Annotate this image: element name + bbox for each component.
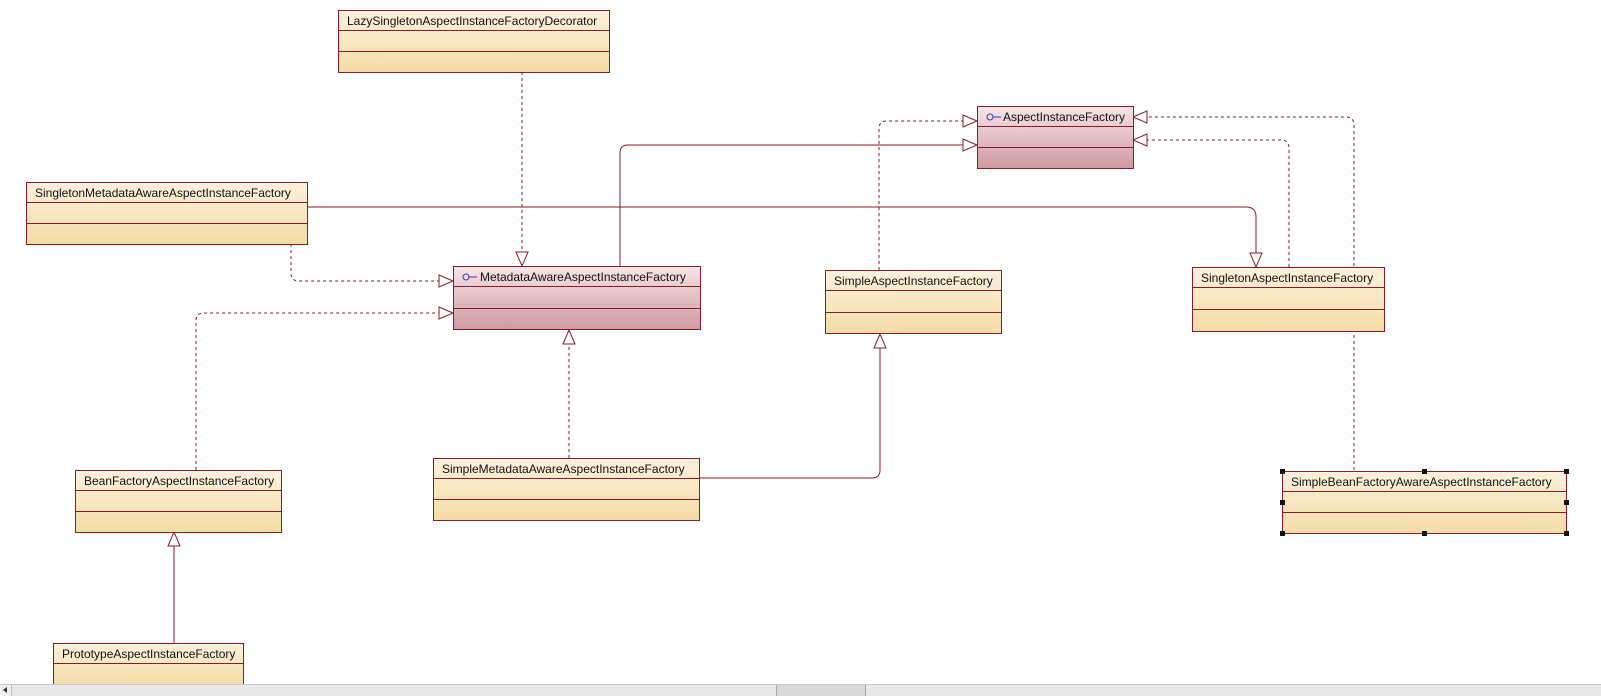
interface-name: MetadataAwareAspectInstanceFactory <box>480 269 686 284</box>
class-name: SimpleMetadataAwareAspectInstanceFactory <box>442 461 685 476</box>
attributes-compartment <box>1283 491 1566 512</box>
selection-handle[interactable] <box>1564 531 1569 536</box>
class-simple-metadata-aware-aif[interactable]: SimpleMetadataAwareAspectInstanceFactory <box>433 458 700 521</box>
interface-aspect-instance-factory[interactable]: AspectInstanceFactory <box>977 106 1134 169</box>
attributes-compartment <box>454 286 700 308</box>
class-name: BeanFactoryAspectInstanceFactory <box>84 473 275 488</box>
interface-metadata-aware-aif[interactable]: MetadataAwareAspectInstanceFactory <box>453 266 701 330</box>
class-bean-factory-aif[interactable]: BeanFactoryAspectInstanceFactory <box>75 470 282 533</box>
class-name: LazySingletonAspectInstanceFactoryDecora… <box>347 13 598 28</box>
selection-handle[interactable] <box>1564 469 1569 474</box>
class-simple-aif[interactable]: SimpleAspectInstanceFactory <box>825 270 1002 334</box>
operations-compartment <box>434 499 699 520</box>
operations-compartment <box>1283 512 1566 533</box>
class-lazy-singleton-decorator[interactable]: LazySingletonAspectInstanceFactoryDecora… <box>338 10 610 73</box>
operations-compartment <box>339 51 609 72</box>
edge-smaaif-to-sgaif[interactable] <box>307 206 1256 267</box>
attributes-compartment <box>826 290 1001 312</box>
operations-compartment <box>1193 309 1384 331</box>
attributes-compartment <box>434 478 699 499</box>
attributes-compartment <box>76 490 281 511</box>
class-name: SimpleBeanFactoryAwareAspectInstanceFact… <box>1291 474 1552 489</box>
attributes-compartment <box>54 663 243 685</box>
class-name: SingletonAspectInstanceFactory <box>1201 270 1374 285</box>
operations-compartment <box>27 223 307 244</box>
class-name: SingletonMetadataAwareAspectInstanceFact… <box>35 185 291 200</box>
attributes-compartment <box>978 126 1133 147</box>
edge-bfaif-to-maaif[interactable] <box>195 313 453 470</box>
selection-handle[interactable] <box>1564 500 1569 505</box>
selection-handle[interactable] <box>1280 500 1285 505</box>
edge-simaaif-to-saif[interactable] <box>699 334 880 479</box>
class-name: SimpleAspectInstanceFactory <box>834 273 993 288</box>
edge-smaaif-to-maaif[interactable] <box>290 244 453 281</box>
interface-name: AspectInstanceFactory <box>1002 109 1125 124</box>
operations-compartment <box>454 307 700 330</box>
class-simple-bean-factory-aware-aif[interactable]: SimpleBeanFactoryAwareAspectInstanceFact… <box>1282 471 1567 534</box>
interface-icon <box>986 112 1001 122</box>
horizontal-scrollbar[interactable] <box>0 684 1601 696</box>
operations-compartment <box>826 311 1001 334</box>
attributes-compartment <box>27 202 307 223</box>
scrollbar-thumb[interactable] <box>776 685 866 696</box>
class-prototype-aif[interactable]: PrototypeAspectInstanceFactory <box>53 643 244 685</box>
edge-sgaif-to-aif[interactable] <box>1133 140 1290 267</box>
selection-handle[interactable] <box>1422 469 1427 474</box>
selection-handle[interactable] <box>1280 469 1285 474</box>
class-name: PrototypeAspectInstanceFactory <box>62 646 236 661</box>
edge-maaif-to-aif[interactable] <box>619 145 977 266</box>
attributes-compartment <box>1193 287 1384 309</box>
interface-icon <box>462 272 478 282</box>
scroll-left-arrow-icon[interactable] <box>0 685 12 696</box>
edge-saif-to-aif[interactable] <box>878 121 977 270</box>
operations-compartment <box>978 147 1133 168</box>
class-singleton-metadata-aware-aif[interactable]: SingletonMetadataAwareAspectInstanceFact… <box>26 182 308 245</box>
selection-handle[interactable] <box>1422 531 1427 536</box>
class-singleton-aif[interactable]: SingletonAspectInstanceFactory <box>1192 267 1385 332</box>
attributes-compartment <box>339 30 609 51</box>
operations-compartment <box>76 511 281 532</box>
selection-handle[interactable] <box>1280 531 1285 536</box>
